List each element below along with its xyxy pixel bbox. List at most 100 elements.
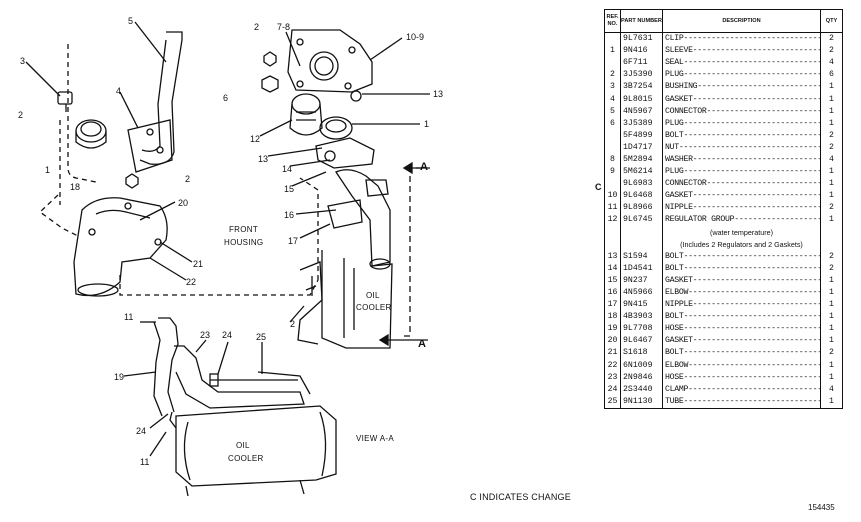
description-cell: PLUG------------------------------------… (662, 117, 821, 130)
callout-11-top: 11 (124, 312, 133, 322)
qty-cell: 1 (820, 117, 843, 130)
ref-cell: 25 (604, 395, 621, 409)
plug-fitting-top-left (25, 61, 73, 112)
ref-cell: 14 (604, 262, 621, 275)
qty-cell: 1 (820, 323, 843, 336)
part-number-cell: 4N5967 (620, 105, 663, 118)
callout-7-8: 7-8 (277, 22, 290, 32)
ref-cell (604, 178, 621, 191)
part-number-cell: 9N415 (620, 299, 663, 312)
part-number-cell: 3J5389 (620, 117, 663, 130)
callout-22: 22 (186, 277, 196, 287)
ref-cell: 19 (604, 323, 621, 336)
gasket-part-15 (315, 137, 375, 169)
part-number-cell: 4B3903 (620, 311, 663, 324)
part-number-cell: 2S3440 (620, 383, 663, 396)
ref-cell: 12 (604, 214, 621, 227)
callout-24-top: 24 (222, 330, 232, 340)
qty-cell: 2 (820, 202, 843, 215)
description-cell: REGULATOR GROUP-------------------------… (662, 214, 821, 227)
table-header-row: REF. NO. PART NUMBER DESCRIPTION QTY (604, 9, 843, 33)
callout-5: 5 (128, 16, 133, 26)
part-number-cell: 4N5966 (620, 286, 663, 300)
ref-cell: 1 (604, 45, 621, 58)
qty-cell: 1 (820, 93, 843, 106)
qty-cell: 1 (820, 359, 843, 372)
qty-cell: 1 (820, 190, 843, 203)
qty-cell: 1 (820, 274, 843, 287)
label-cooler-top: COOLER (356, 303, 392, 312)
callout-13-right: 13 (433, 89, 443, 99)
callout-20: 20 (178, 198, 188, 208)
part-number-cell: 9L6467 (620, 335, 663, 348)
callout-2-bottom: 2 (290, 319, 295, 329)
exploded-parts-diagram: 1 1 2 2 2 2 3 4 5 6 7-8 10-9 11 11 12 13… (18, 16, 443, 497)
label-front: FRONT (229, 225, 258, 234)
callout-14: 14 (282, 164, 292, 174)
description-cell: TUBE------------------------------------… (662, 395, 821, 409)
header-qty: QTY (820, 9, 843, 33)
ref-cell: 11 (604, 202, 621, 215)
part-number-cell: 3B7254 (620, 81, 663, 94)
callout-3: 3 (20, 56, 25, 66)
callout-16: 16 (284, 210, 294, 220)
description-cell: PLUG------------------------------------… (662, 69, 821, 82)
header-part-number: PART NUMBER (620, 9, 663, 33)
ref-cell: 21 (604, 347, 621, 360)
plug-top (263, 51, 277, 67)
table-row: 1D4717NUT-------------------------------… (604, 141, 843, 154)
qty-cell: 1 (820, 395, 843, 409)
label-oil-top: OIL (366, 291, 380, 300)
ref-cell: 15 (604, 274, 621, 287)
table-row: 6F711SEAL-------------------------------… (604, 57, 843, 70)
callout-15: 15 (284, 184, 294, 194)
ref-cell (604, 141, 621, 154)
table-row: (water temperature) (604, 226, 843, 239)
part-number-cell (620, 238, 663, 251)
callout-11-bottom: 11 (140, 457, 149, 467)
ref-cell: 17 (604, 299, 621, 312)
table-row: 19N416SLEEVE----------------------------… (604, 45, 843, 58)
part-number-cell: 6F711 (620, 57, 663, 70)
description-cell: ELBOW-----------------------------------… (662, 359, 821, 372)
plug-small (125, 173, 139, 189)
callout-2-top: 2 (254, 22, 259, 32)
ref-cell (604, 129, 621, 142)
ref-cell (604, 57, 621, 70)
qty-cell: 2 (820, 129, 843, 142)
ref-cell: 5 (604, 105, 621, 118)
description-cell: CLIP------------------------------------… (662, 32, 821, 46)
qty-cell: 1 (820, 286, 843, 300)
description-cell: NIPPLE----------------------------------… (662, 299, 821, 312)
label-section-a-top: A (420, 161, 428, 173)
part-number-cell: 3J5390 (620, 69, 663, 82)
part-number-cell: 9L6983 (620, 178, 663, 191)
ref-cell: 22 (604, 359, 621, 372)
description-cell: BOLT------------------------------------… (662, 311, 821, 324)
callout-2-middle: 2 (185, 174, 190, 184)
oil-cooler-top (297, 250, 393, 349)
label-section-a-bottom: A (418, 338, 426, 350)
ref-cell: 10 (604, 190, 621, 203)
label-oil-bottom: OIL (236, 441, 250, 450)
callout-18: 18 (70, 182, 80, 192)
description-cell: NUT------------------------------------- (662, 141, 821, 154)
qty-cell: 1 (820, 166, 843, 179)
ref-cell: 6 (604, 117, 621, 130)
sleeve-right (319, 116, 420, 140)
callout-1-left: 1 (45, 165, 50, 175)
qty-cell: 1 (820, 335, 843, 348)
part-number-cell: 5F4899 (620, 129, 663, 142)
label-housing: HOUSING (224, 238, 263, 247)
header-description: DESCRIPTION (662, 9, 821, 33)
